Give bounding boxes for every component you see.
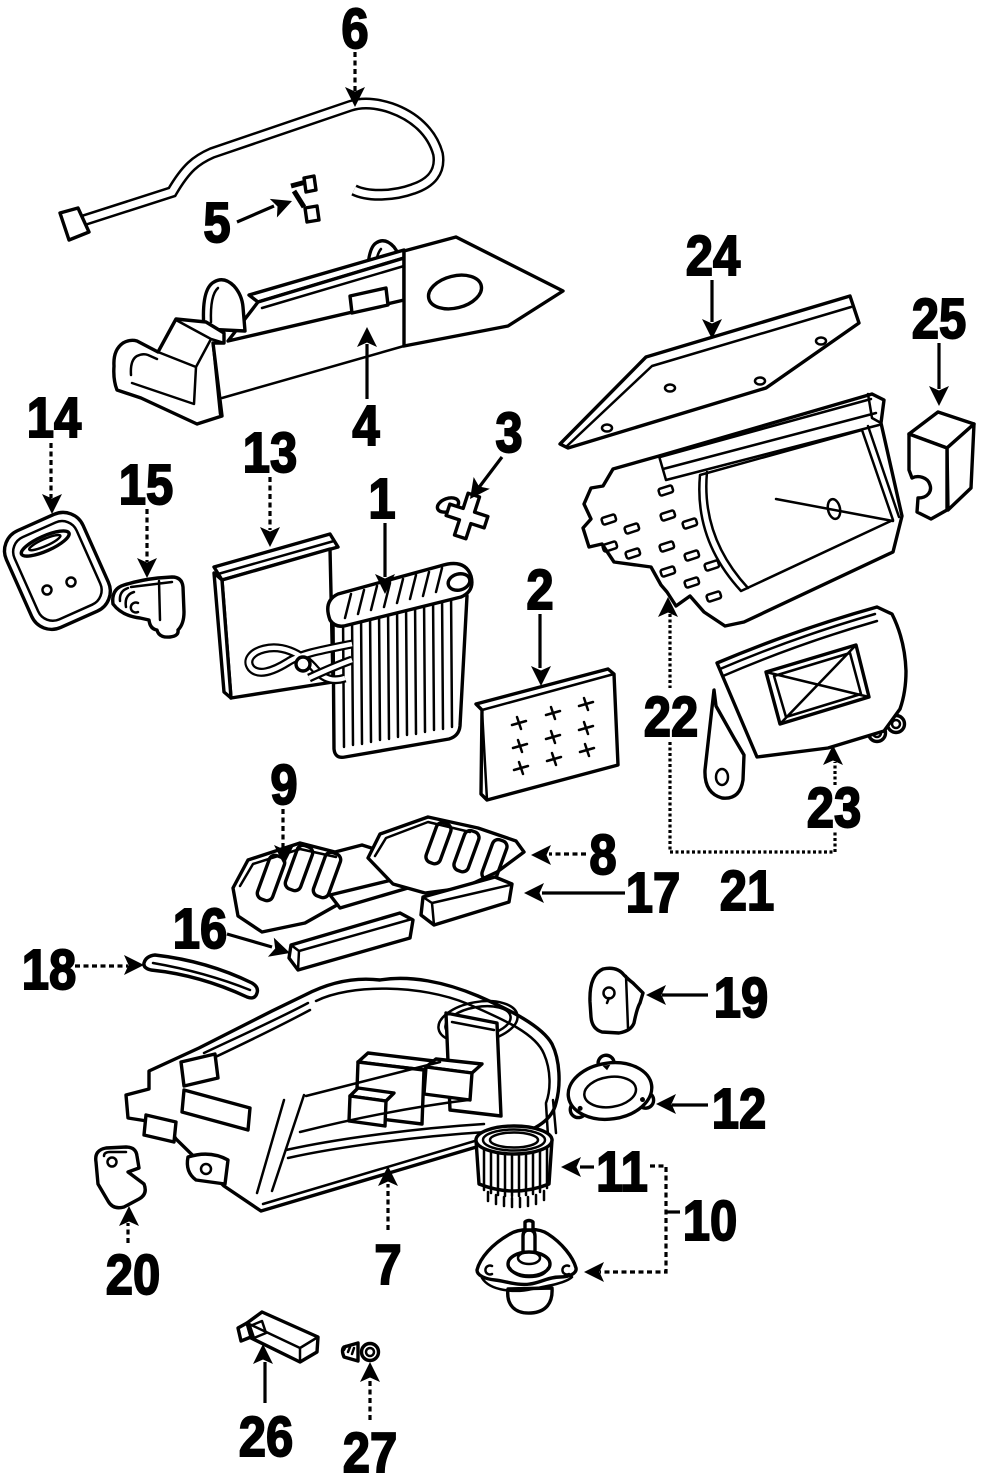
svg-text:7: 7 — [374, 1234, 401, 1297]
svg-text:22: 22 — [644, 686, 699, 749]
svg-text:20: 20 — [106, 1244, 161, 1307]
svg-text:9: 9 — [270, 754, 297, 817]
svg-text:15: 15 — [119, 454, 174, 517]
svg-text:10: 10 — [683, 1190, 738, 1253]
svg-text:24: 24 — [686, 225, 741, 288]
svg-text:27: 27 — [343, 1422, 398, 1475]
svg-text:5: 5 — [203, 192, 230, 255]
svg-text:3: 3 — [495, 402, 522, 465]
svg-text:4: 4 — [352, 395, 380, 458]
svg-text:12: 12 — [712, 1078, 767, 1141]
svg-text:13: 13 — [243, 422, 298, 485]
svg-text:1: 1 — [368, 468, 395, 531]
svg-text:6: 6 — [341, 0, 368, 61]
svg-text:18: 18 — [22, 939, 77, 1002]
svg-text:25: 25 — [912, 288, 967, 351]
svg-text:16: 16 — [173, 898, 228, 961]
svg-text:19: 19 — [714, 967, 769, 1030]
svg-text:2: 2 — [526, 559, 553, 622]
svg-text:14: 14 — [27, 387, 82, 450]
svg-text:21: 21 — [720, 860, 775, 923]
svg-text:11: 11 — [596, 1141, 648, 1204]
svg-text:23: 23 — [807, 777, 862, 840]
svg-text:8: 8 — [589, 824, 616, 887]
svg-text:17: 17 — [626, 862, 681, 925]
svg-text:26: 26 — [239, 1406, 294, 1469]
